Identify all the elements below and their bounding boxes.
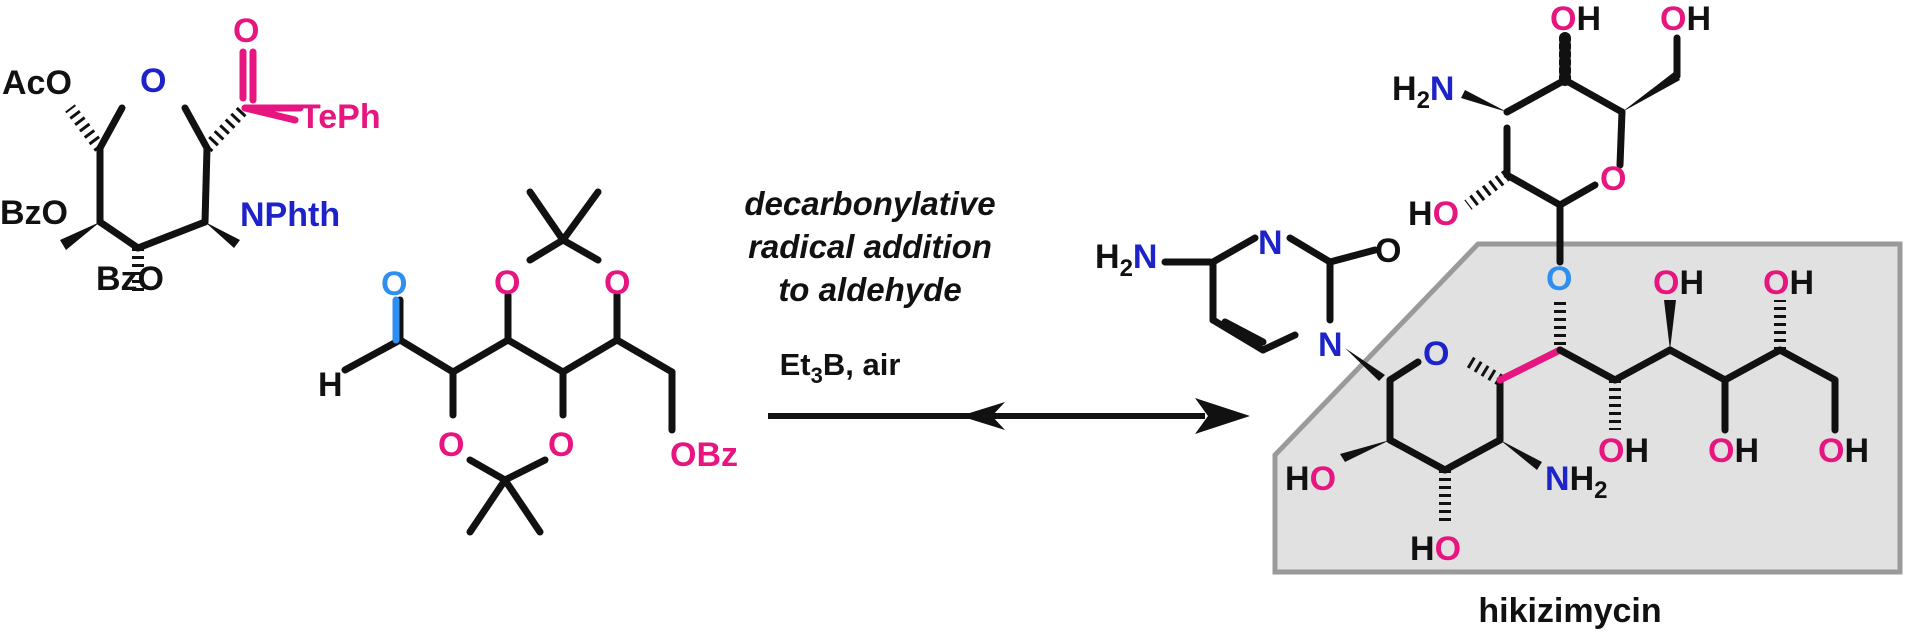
- benzoyl-oxy-left-label: BzO: [0, 194, 68, 232]
- condition-line-3: to aldehyde: [778, 271, 961, 308]
- top-left-hydroxyl-label: HO: [1408, 195, 1459, 233]
- acetal-oxygen-lower-left-label: O: [438, 426, 464, 464]
- cytosine-carbonyl-oxygen-label: O: [1375, 232, 1401, 270]
- condition-line-1: decarbonylative: [744, 185, 995, 222]
- top-amine-label: H2N: [1392, 70, 1454, 114]
- bottom-amine-label: NH2: [1545, 460, 1607, 504]
- acetyl-oxy-label: AcO: [2, 64, 72, 102]
- nitrogen-phthalimide-label: NPhth: [240, 196, 340, 234]
- acetal-oxygen-upper-left-label: O: [494, 264, 520, 302]
- linking-oxygen-label: O: [1546, 260, 1572, 298]
- cytosine-amine-label: H2N: [1095, 238, 1157, 282]
- acetal-oxygen-lower-right-label: O: [548, 426, 574, 464]
- ring-oxygen-label: O: [140, 62, 166, 100]
- benzoyl-oxy-bottom-label: BzO: [96, 260, 164, 298]
- bottom-hydroxyl-label: HO: [1410, 530, 1461, 568]
- reaction-arrow: [768, 398, 1250, 434]
- reactant-telluride: AcO O O TePh BzO NPhth BzO: [0, 12, 381, 298]
- highlight-box: [1272, 241, 1903, 575]
- reaction-conditions: decarbonylative radical addition to alde…: [744, 185, 995, 388]
- chain-hydroxyl-2-label: OH: [1763, 264, 1814, 302]
- top-ring-oxygen-label: O: [1600, 160, 1626, 198]
- top-hydroxyl-1-label: OH: [1550, 0, 1601, 38]
- chain-hydroxyl-3-label: OH: [1598, 432, 1649, 470]
- condition-line-2: radical addition: [748, 228, 992, 265]
- reagent-label: Et3B, air: [780, 347, 901, 388]
- chain-hydroxyl-4-label: OH: [1708, 432, 1759, 470]
- telluro-phenyl-label: TePh: [300, 98, 381, 136]
- benzoyl-oxy-label: OBz: [670, 436, 738, 474]
- product-hikizimycin: H2N OH OH O HO O H2N N O N: [1095, 0, 1903, 630]
- cytosine-n3-label: N: [1258, 224, 1283, 262]
- bottom-left-hydroxyl-label: HO: [1285, 460, 1336, 498]
- carbonyl-oxygen-label: O: [233, 12, 259, 50]
- top-hydroxyl-2-label: OH: [1660, 0, 1711, 38]
- acetal-oxygen-upper-right-label: O: [604, 264, 630, 302]
- aldehyde-hydrogen-label: H: [318, 366, 343, 404]
- aldehyde-oxygen-label: O: [381, 265, 407, 303]
- reactant-aldehyde: O H O O O O OBz: [318, 188, 738, 536]
- product-name: hikizimycin: [1478, 592, 1661, 630]
- cytosine-n1-label: N: [1318, 326, 1343, 364]
- chain-hydroxyl-5-label: OH: [1818, 432, 1869, 470]
- bottom-ring-oxygen-label: O: [1423, 335, 1449, 373]
- chain-hydroxyl-1-label: OH: [1653, 264, 1704, 302]
